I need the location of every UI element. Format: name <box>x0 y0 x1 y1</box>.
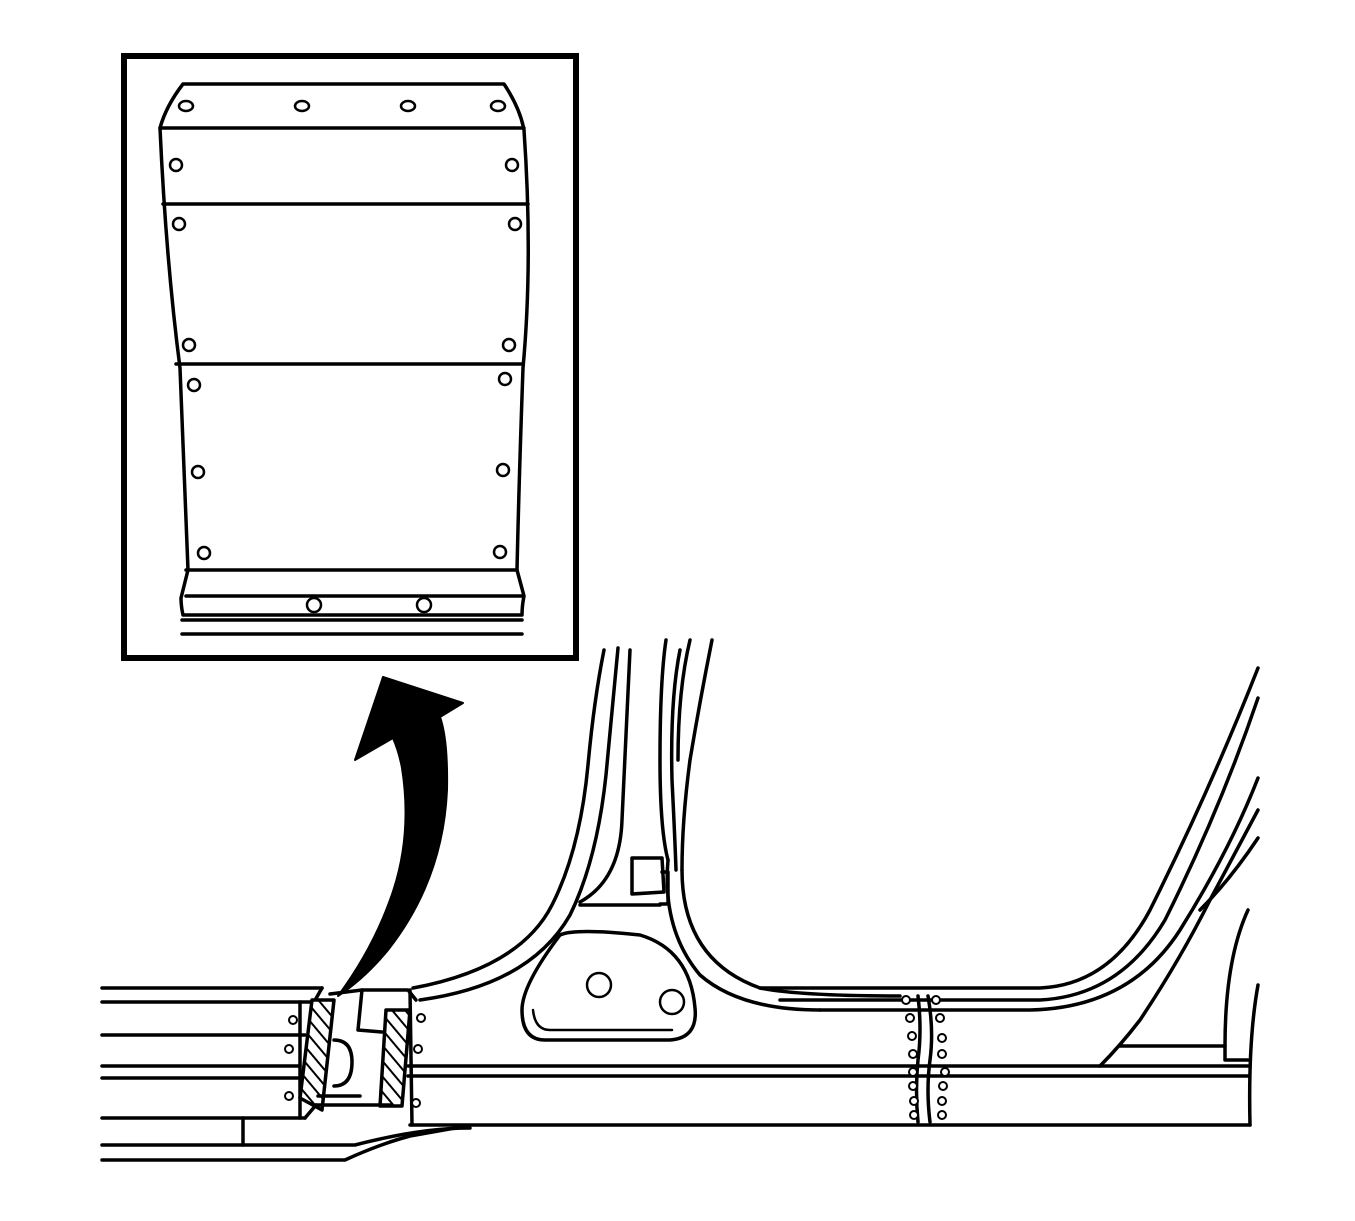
hole-icon <box>305 596 323 614</box>
weld-spot-icon <box>284 1044 294 1054</box>
access-hole-icon <box>658 988 686 1016</box>
weld-spot-icon <box>413 1044 423 1054</box>
callout-arrow-icon <box>337 676 464 997</box>
weld-spot-icon <box>909 1096 919 1106</box>
weld-spot-icon <box>416 1013 426 1023</box>
inset-frame <box>121 53 579 661</box>
hole-icon <box>501 337 517 353</box>
rocker-main <box>406 988 1252 1127</box>
weld-spot-icon <box>908 1067 918 1077</box>
cut-section <box>298 988 418 1120</box>
hatched-cut-edge-left <box>298 998 336 1112</box>
weld-spot-icon <box>908 1049 918 1059</box>
access-hole-icon <box>585 971 613 999</box>
weld-spot-icon <box>938 1081 948 1091</box>
hole-icon <box>196 545 212 561</box>
hole-icon <box>181 337 197 353</box>
reinforcement-panel <box>158 82 530 636</box>
weld-spot-icon <box>937 1110 947 1120</box>
weld-spot-icon <box>908 1081 918 1091</box>
weld-spot-icon <box>940 1067 950 1077</box>
hole-icon <box>504 157 520 173</box>
hole-icon <box>415 596 433 614</box>
weld-spot-icon <box>931 995 941 1005</box>
hole-icon <box>177 99 195 113</box>
hole-icon <box>190 464 206 480</box>
hole-icon <box>186 377 202 393</box>
hole-icon <box>495 462 511 478</box>
weld-spot-icon <box>907 1031 917 1041</box>
weld-spot-icon <box>288 1015 298 1025</box>
weld-spot-icon <box>901 995 911 1005</box>
weld-spot-icon <box>937 1049 947 1059</box>
hole-icon <box>293 99 311 113</box>
hole-icon <box>497 371 513 387</box>
striker-bracket <box>630 856 666 896</box>
weld-seam <box>901 994 950 1124</box>
panel-holes <box>168 99 523 614</box>
hole-icon <box>399 99 417 113</box>
hole-icon <box>168 157 184 173</box>
hatched-cut-edge-right <box>378 1008 412 1108</box>
hole-icon <box>171 216 187 232</box>
weld-spot-icon <box>909 1110 919 1120</box>
body-side-assembly <box>100 638 1260 1162</box>
hole-icon <box>489 99 507 113</box>
weld-spot-icon <box>284 1091 294 1101</box>
weld-spot-icon <box>937 1033 947 1043</box>
rear-opening <box>758 666 1260 1127</box>
weld-spot-icon <box>935 1013 945 1023</box>
b-pillar <box>411 638 902 1042</box>
pillar-gusset <box>520 929 698 1042</box>
rocker-left <box>100 986 472 1162</box>
hole-icon <box>507 216 523 232</box>
hole-icon <box>492 544 508 560</box>
weld-spot-icon <box>411 1098 421 1108</box>
weld-spot-icon <box>905 1013 915 1023</box>
weld-spot-icon <box>937 1096 947 1106</box>
detail-inset <box>121 53 579 661</box>
panel-outline <box>158 82 530 617</box>
